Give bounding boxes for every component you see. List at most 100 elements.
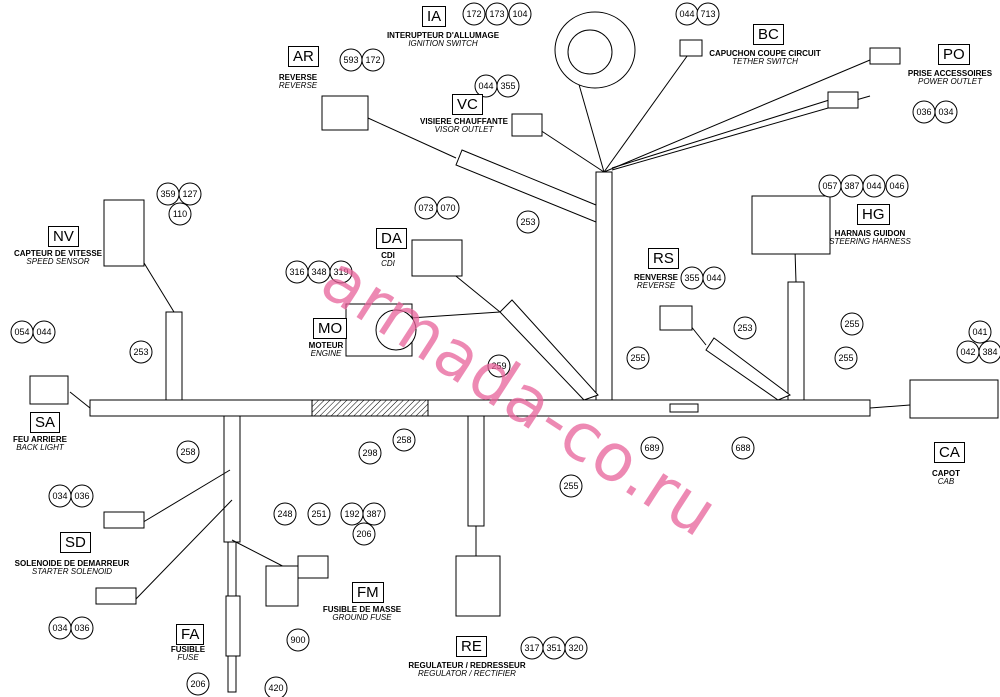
- ref-ar-0: 593: [339, 48, 363, 72]
- svg-text:253: 253: [737, 323, 752, 333]
- svg-text:044: 044: [706, 273, 721, 283]
- svg-text:900: 900: [290, 635, 305, 645]
- svg-text:206: 206: [190, 679, 205, 689]
- svg-text:359: 359: [160, 189, 175, 199]
- ref-sd-2: 034: [48, 616, 72, 640]
- harness-ref-1: 253: [516, 210, 540, 234]
- svg-text:054: 054: [14, 327, 29, 337]
- svg-text:248: 248: [277, 509, 292, 519]
- svg-text:319: 319: [333, 267, 348, 277]
- svg-text:036: 036: [74, 491, 89, 501]
- svg-text:255: 255: [844, 319, 859, 329]
- svg-text:384: 384: [982, 347, 997, 357]
- code-ia: IA: [422, 6, 447, 27]
- svg-text:258: 258: [180, 447, 195, 457]
- svg-text:127: 127: [182, 189, 197, 199]
- code-ar: AR: [288, 46, 319, 67]
- svg-text:316: 316: [289, 267, 304, 277]
- branch-da: [499, 299, 599, 401]
- svg-text:298: 298: [362, 448, 377, 458]
- ref-rs-0: 355: [680, 266, 704, 290]
- ref-sd-0: 034: [48, 484, 72, 508]
- svg-text:713: 713: [700, 9, 715, 19]
- solenoid-connector-2: [95, 587, 137, 605]
- svg-text:258: 258: [396, 435, 411, 445]
- svg-text:172: 172: [365, 55, 380, 65]
- svg-text:688: 688: [735, 443, 750, 453]
- harness-ref-7: 298: [358, 441, 382, 465]
- ref-vc-1: 355: [496, 74, 520, 98]
- svg-text:070: 070: [440, 203, 455, 213]
- svg-text:255: 255: [838, 353, 853, 363]
- engine-connector-face: [375, 309, 417, 351]
- ref-ia-0: 172: [462, 2, 486, 26]
- harness-ref-11: 689: [640, 436, 664, 460]
- ref-po-1: 034: [934, 100, 958, 124]
- svg-text:348: 348: [311, 267, 326, 277]
- harness-ref-0: 253: [129, 340, 153, 364]
- svg-text:042: 042: [960, 347, 975, 357]
- svg-text:044: 044: [679, 9, 694, 19]
- ref-re-1: 351: [542, 636, 566, 660]
- branch-hg: [787, 281, 805, 401]
- ground-fuse-connector: [265, 565, 299, 607]
- branch-nv: [165, 311, 183, 401]
- ref-bc-1: 713: [696, 2, 720, 26]
- svg-text:044: 044: [36, 327, 51, 337]
- visor-connector: [511, 113, 543, 137]
- code-fa: FA: [176, 624, 205, 645]
- ref-fm-2: 192: [340, 502, 364, 526]
- branch-ar: [455, 149, 597, 223]
- svg-text:387: 387: [844, 181, 859, 191]
- ref-fm-4: 206: [352, 522, 376, 546]
- power-outlet-connector-1: [869, 47, 901, 65]
- svg-text:034: 034: [938, 107, 953, 117]
- regulator-connector: [455, 555, 501, 617]
- harness-ref-4: 255: [840, 312, 864, 336]
- svg-text:104: 104: [512, 9, 527, 19]
- code-bc: BC: [753, 24, 784, 45]
- ref-rs-1: 044: [702, 266, 726, 290]
- svg-text:206: 206: [356, 529, 371, 539]
- ref-hg-1: 387: [840, 174, 864, 198]
- rs-connector: [659, 305, 693, 331]
- ref-po-0: 036: [912, 100, 936, 124]
- ref-hg-0: 057: [818, 174, 842, 198]
- code-re: RE: [456, 636, 487, 657]
- ref-fa-1: 206: [186, 672, 210, 696]
- code-hg: HG: [857, 204, 890, 225]
- svg-text:351: 351: [546, 643, 561, 653]
- ref-fm-1: 251: [307, 502, 331, 526]
- svg-text:420: 420: [268, 683, 283, 693]
- ref-nv-1: 127: [178, 182, 202, 206]
- harness-ref-12: 688: [731, 436, 755, 460]
- ground-fuse-cap: [297, 555, 329, 579]
- branch-top: [595, 171, 613, 401]
- ref-da-1: 070: [436, 196, 460, 220]
- ref-re-2: 320: [564, 636, 588, 660]
- cdi-connector: [411, 239, 463, 277]
- svg-text:034: 034: [52, 491, 67, 501]
- solenoid-connector-1: [103, 511, 145, 529]
- reverse-connector: [321, 95, 369, 131]
- svg-text:689: 689: [644, 443, 659, 453]
- ref-ia-2: 104: [508, 2, 532, 26]
- svg-text:192: 192: [344, 509, 359, 519]
- ref-mo-2: 319: [329, 260, 353, 284]
- svg-text:320: 320: [568, 643, 583, 653]
- code-rs: RS: [648, 248, 679, 269]
- code-sa: SA: [30, 412, 61, 433]
- svg-text:593: 593: [343, 55, 358, 65]
- ref-ca-2: 384: [978, 340, 1000, 364]
- sleeve-688: [669, 403, 699, 413]
- ref-nv-2: 110: [168, 202, 192, 226]
- svg-text:255: 255: [563, 481, 578, 491]
- power-outlet-connector-2: [827, 91, 859, 109]
- ref-ca-0: 041: [968, 320, 992, 344]
- code-da: DA: [376, 228, 407, 249]
